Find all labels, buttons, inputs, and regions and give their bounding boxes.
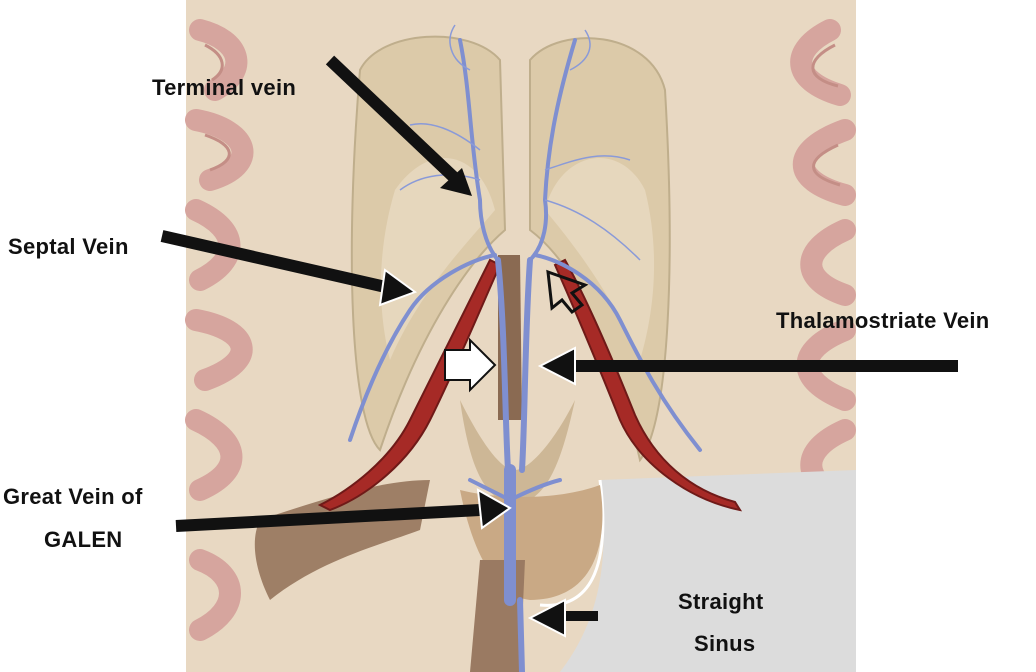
- great-vein-label-line2: GALEN: [44, 527, 123, 552]
- venous-system: [348, 38, 702, 672]
- terminal-vein-label: Terminal vein: [152, 75, 297, 100]
- terminal-vein-arrow: [325, 55, 467, 190]
- septal-vein-arrow: [160, 230, 392, 294]
- septal-vein-label: Septal Vein: [8, 234, 129, 259]
- great-vein-label-line1: Great Vein of: [3, 484, 143, 509]
- outline-arrow-right: [444, 337, 497, 393]
- straight-sinus-label-line2: Sinus: [694, 631, 756, 656]
- choroid-plexus-right: [553, 258, 743, 512]
- straight-sinus-region: [560, 470, 856, 672]
- straight-sinus-label-line1: Straight: [678, 589, 764, 614]
- great-vein-arrow: [175, 504, 481, 532]
- thalamostriate-vein-label: Thalamostriate Vein: [776, 308, 990, 333]
- outline-arrow-upper: [546, 269, 589, 315]
